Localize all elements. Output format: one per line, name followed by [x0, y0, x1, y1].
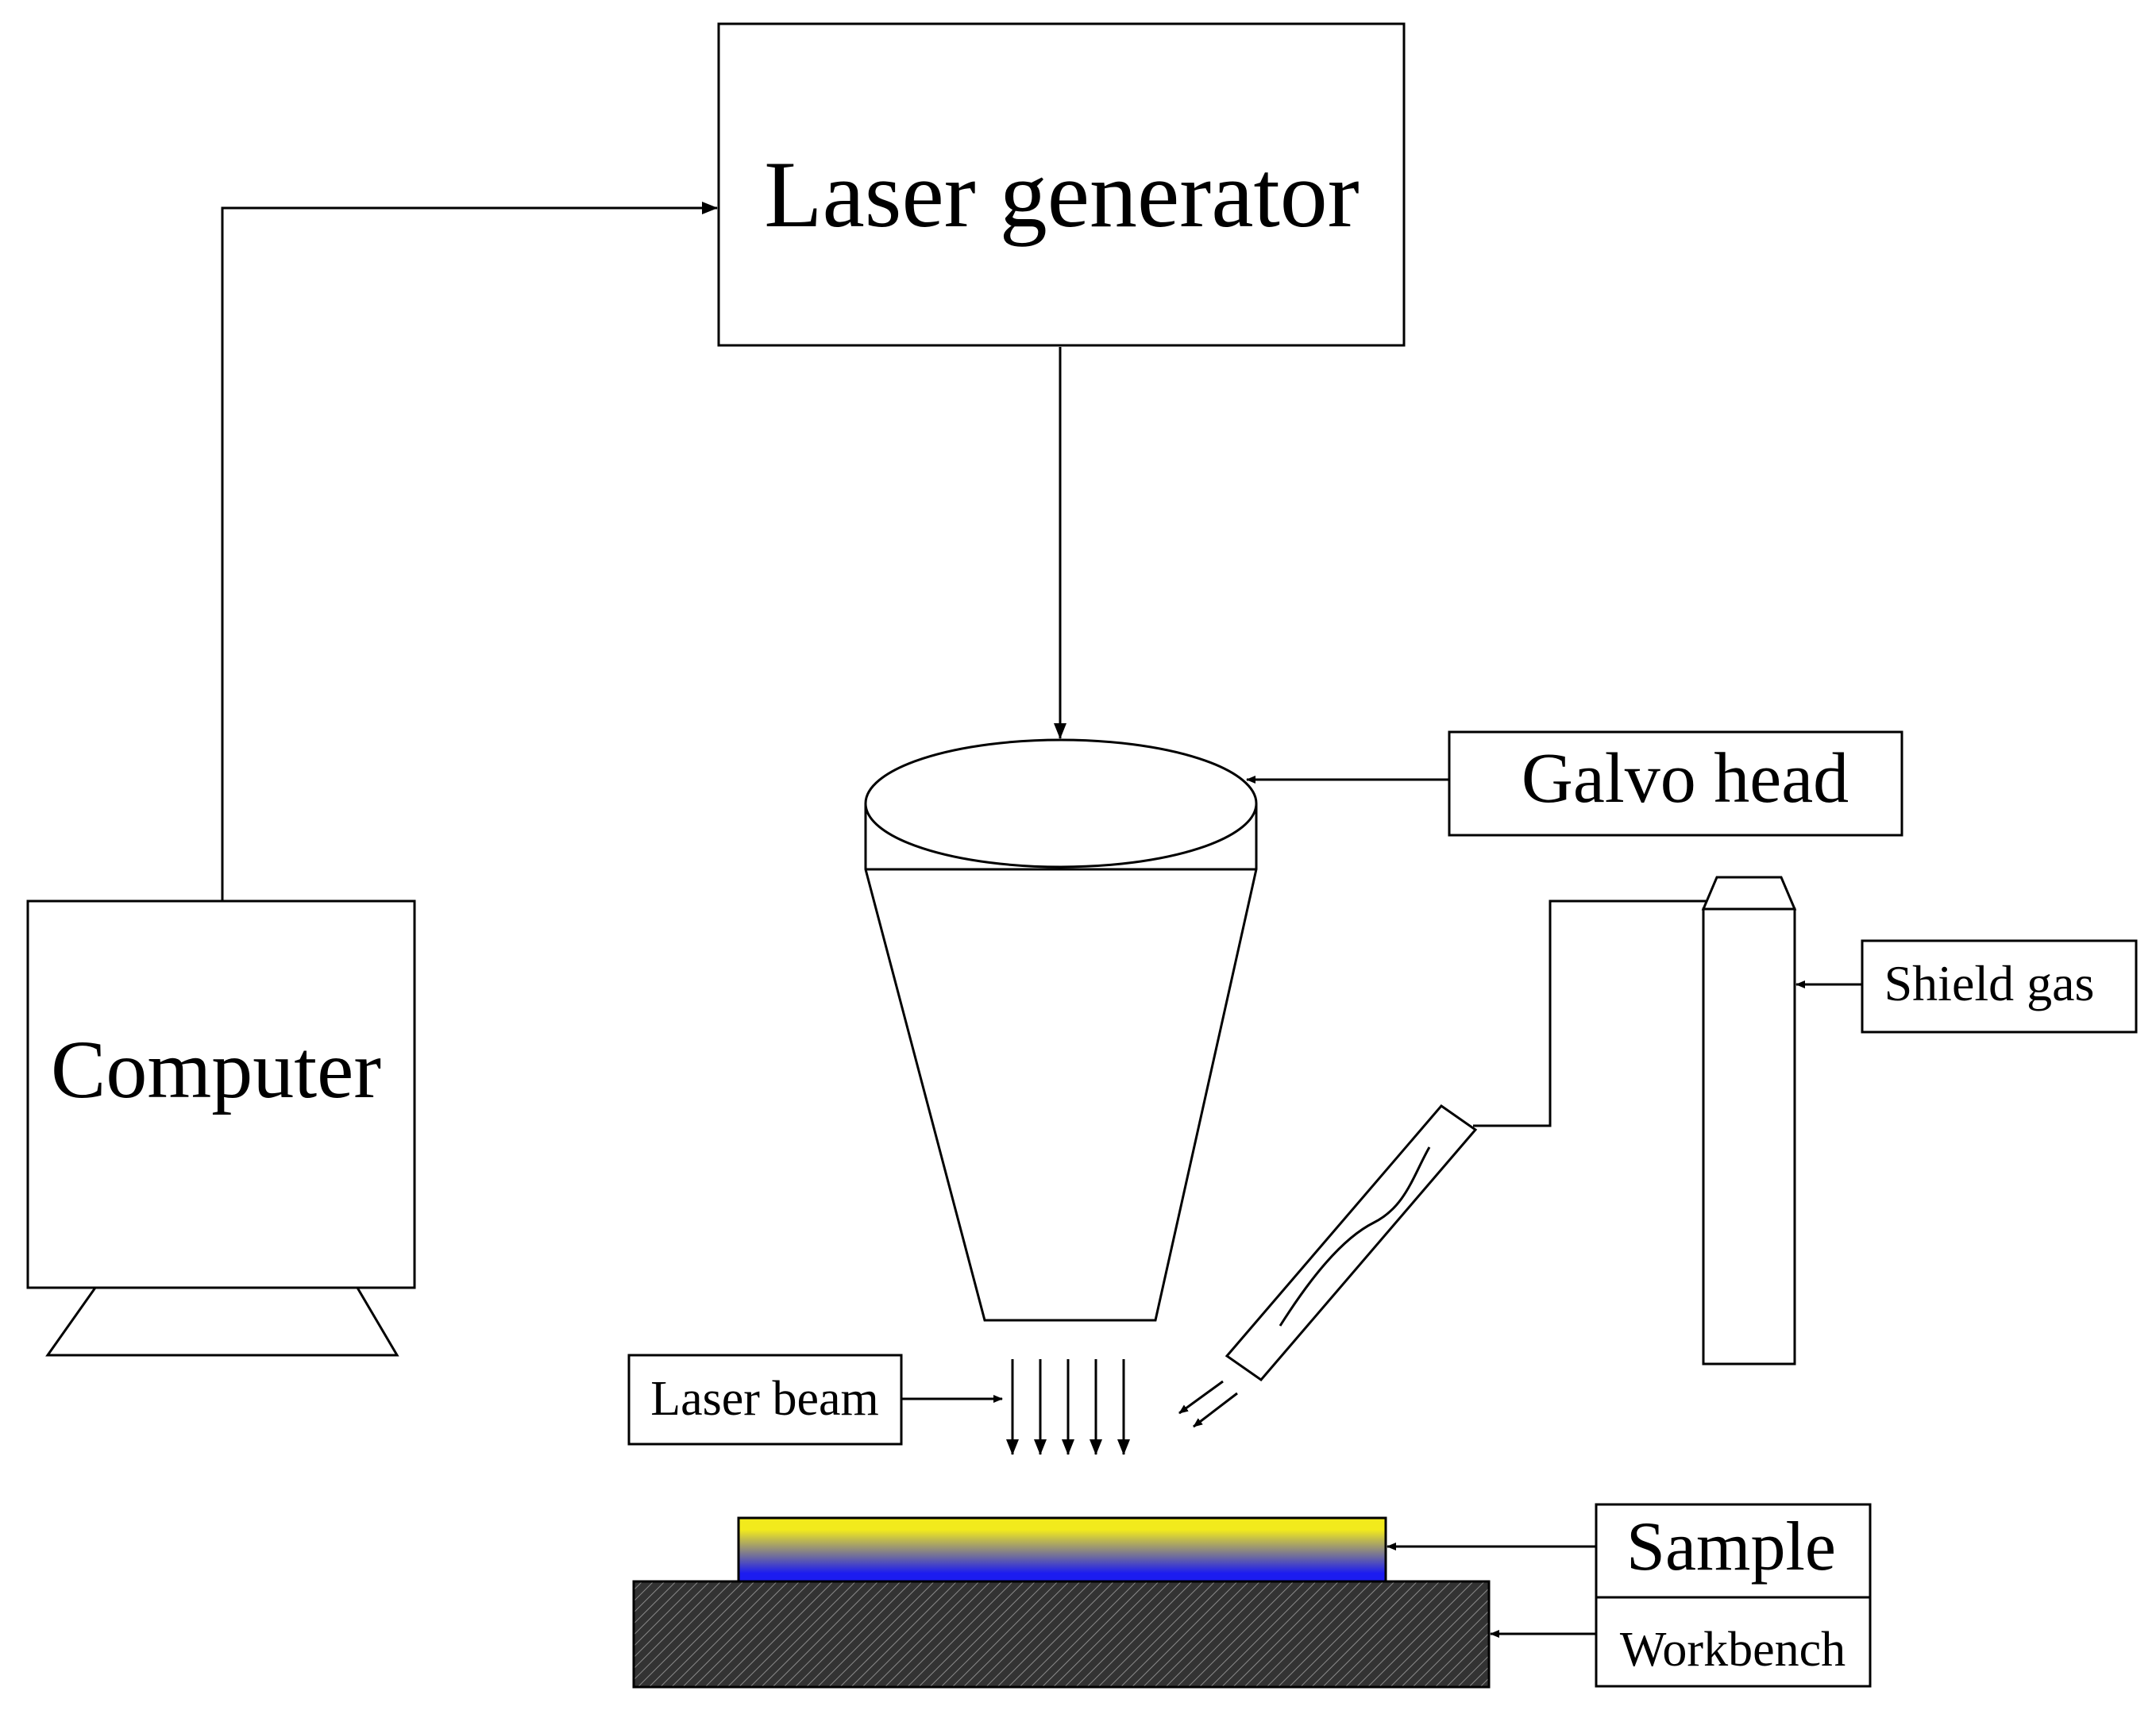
workbench-label-box	[1595, 1596, 1872, 1688]
shield-gas-label-box	[1861, 939, 2138, 1034]
gas-flow-arrow-1	[1178, 1380, 1224, 1415]
laser-generator-box: Laser generator	[717, 22, 1406, 347]
laser-beam-label: Laser beam	[650, 1372, 878, 1426]
computer-stand	[45, 1286, 399, 1357]
gas-flow-arrow-2	[1193, 1392, 1238, 1428]
laser-generator-label: Laser generator	[764, 141, 1360, 247]
galvo-head	[864, 738, 1258, 1322]
sample	[737, 1516, 1387, 1585]
workbench-label: Workbench	[1620, 1623, 1846, 1677]
galvo-head-body	[864, 803, 1258, 1322]
computer-monitor	[26, 899, 416, 1289]
galvo-head-label: Galvo head	[1522, 739, 1849, 818]
galvo-head-label-box	[1448, 730, 1903, 837]
computer: Computer	[26, 899, 416, 1357]
computer-label: Computer	[51, 1024, 381, 1115]
galvo-lens	[864, 738, 1258, 869]
laser-beam-arrows	[1006, 1359, 1130, 1455]
laser-beam-label-box	[627, 1354, 903, 1446]
gas-nozzle	[1225, 1104, 1478, 1382]
computer-to-laser-line	[221, 202, 718, 901]
shield-gas-label: Shield gas	[1884, 955, 2095, 1011]
workbench	[632, 1580, 1491, 1689]
gas-pipe	[1473, 899, 1706, 1127]
sample-label: Sample	[1626, 1508, 1836, 1585]
gas-cylinder	[1701, 876, 1797, 1366]
